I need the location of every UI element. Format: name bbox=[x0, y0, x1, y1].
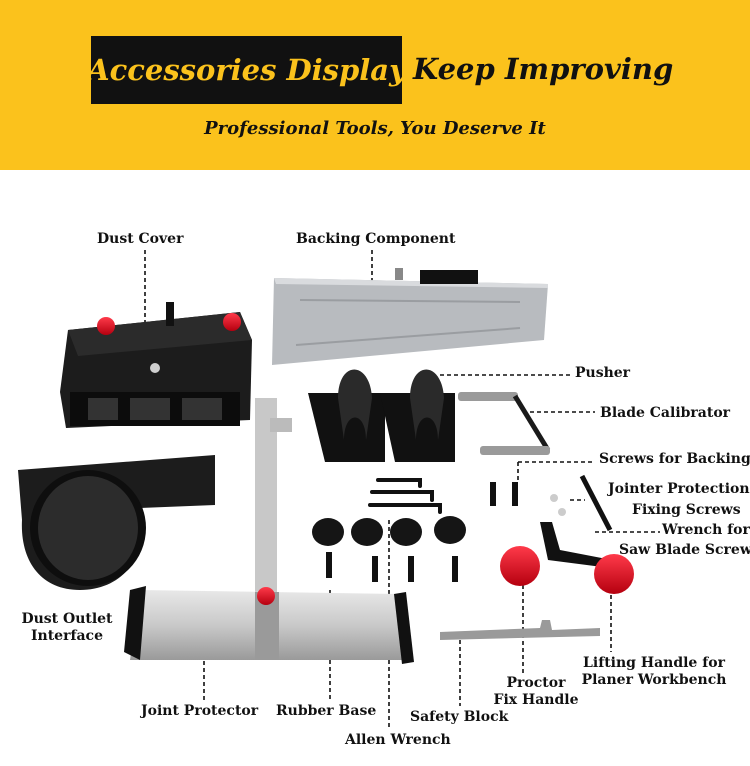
pusher-part bbox=[308, 369, 455, 462]
joint-protector-part bbox=[124, 398, 414, 664]
page-tagline: Keep Improving bbox=[413, 52, 674, 86]
label-jointer-protection: Jointer Protection bbox=[608, 481, 750, 497]
dust-outlet-part bbox=[18, 455, 215, 590]
label-dust-outlet-interface: Dust Outlet Interface bbox=[20, 611, 114, 645]
backing-component-part bbox=[272, 268, 548, 365]
label-proctor-fix-handle: Proctor Fix Handle bbox=[490, 675, 582, 709]
label-backing-component: Backing Component bbox=[296, 231, 456, 247]
label-dust-outlet-line2: Interface bbox=[30, 628, 103, 644]
screws-handles-part bbox=[440, 474, 634, 640]
label-screws-for-backing: Screws for Backing bbox=[599, 451, 750, 467]
label-joint-protector: Joint Protector bbox=[141, 703, 259, 719]
label-saw-blade-screw: Saw Blade Screw bbox=[619, 542, 750, 558]
label-blade-calibrator: Blade Calibrator bbox=[600, 405, 731, 421]
label-lifting-line1: Lifting Handle for bbox=[583, 655, 725, 671]
label-proctor-line2: Fix Handle bbox=[493, 692, 579, 708]
page-title: Accessories Display bbox=[87, 53, 406, 87]
label-proctor-line1: Proctor bbox=[506, 675, 566, 691]
label-fixing-screws: Fixing Screws bbox=[632, 502, 741, 518]
blade-calibrator-part bbox=[458, 392, 551, 455]
label-pusher: Pusher bbox=[575, 365, 631, 381]
label-wrench-for: Wrench for bbox=[662, 522, 750, 538]
label-lifting-line2: Planer Workbench bbox=[581, 672, 727, 688]
label-safety-block: Safety Block bbox=[410, 709, 509, 725]
dust-cover-part bbox=[60, 302, 252, 428]
allen-wrench-part bbox=[368, 478, 442, 514]
label-rubber-base: Rubber Base bbox=[276, 703, 377, 719]
label-dust-outlet-line1: Dust Outlet bbox=[21, 611, 113, 627]
label-dust-cover: Dust Cover bbox=[97, 231, 184, 247]
page-subtitle: Professional Tools, You Deserve It bbox=[204, 118, 546, 139]
title-box: Accessories Display bbox=[87, 36, 406, 104]
label-lifting-handle: Lifting Handle for Planer Workbench bbox=[578, 655, 730, 689]
label-allen-wrench: Allen Wrench bbox=[345, 732, 451, 748]
rubber-base-part bbox=[312, 516, 466, 582]
